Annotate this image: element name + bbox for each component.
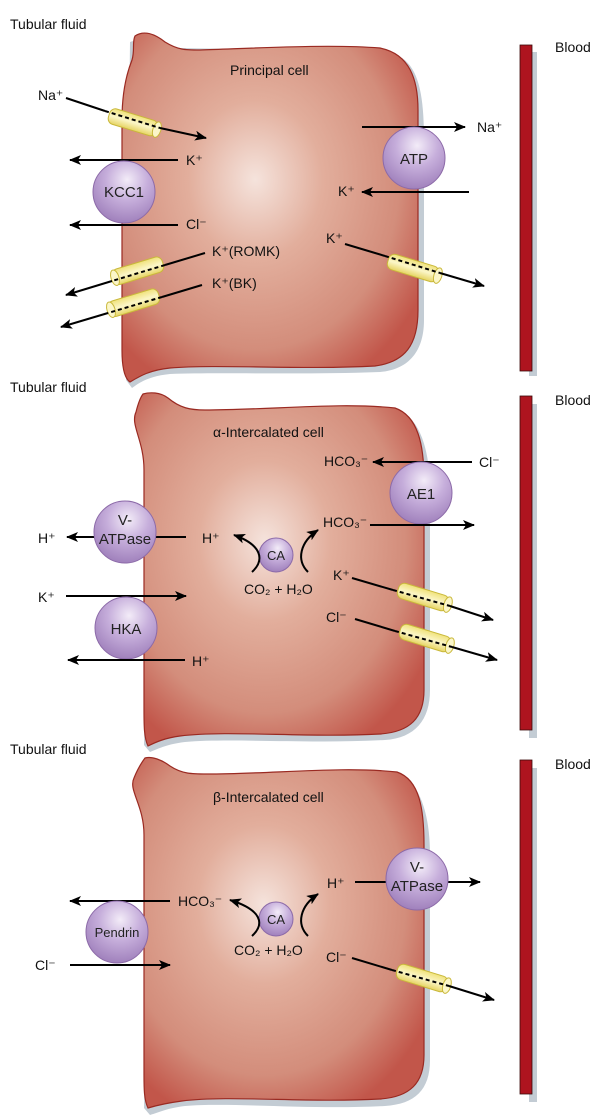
blood-label: Blood (555, 392, 591, 408)
atp-label: ATP (400, 151, 428, 168)
k-baso-arrow-tail (344, 243, 386, 257)
kcc1-label: KCC1 (104, 184, 144, 201)
blood-label: Blood (555, 39, 591, 55)
ca-arrow-h (300, 893, 319, 937)
ae1-label: AE1 (407, 486, 435, 503)
carbonic-anhydrase: CA (258, 537, 294, 573)
k-baso-arrow-dash (384, 255, 441, 274)
cl-channel-arrow-dash (391, 969, 450, 987)
hka-label: HKA (111, 621, 142, 638)
pendrin-label: Pendrin (95, 925, 140, 940)
k-channel-arrow-tail (351, 577, 394, 591)
cl-channel-arrow-head (448, 985, 495, 1002)
k-baso-arrow-head (439, 272, 485, 288)
ca-arrow-hco3 (229, 898, 261, 937)
ca-arrow-h (233, 533, 261, 573)
pendrin-exchanger: Pendrin (85, 900, 149, 964)
na-arrow-dash (104, 110, 161, 129)
tubular-fluid-label: Tubular fluid (10, 741, 87, 757)
vatpase-label-line1: V- (410, 859, 424, 876)
bk-arrow-head (60, 312, 109, 329)
ion-label-na: Na⁺ (38, 87, 63, 103)
ae1-exchanger: AE1 (389, 461, 453, 525)
cl-channel-arrow-head (451, 646, 498, 662)
blood-vessel-bar (519, 395, 533, 731)
ca-label: CA (267, 548, 285, 563)
ion-label-cl-ae1: Cl⁻ (479, 454, 500, 470)
ion-label-h-in: H⁺ (202, 530, 220, 546)
cell-title: α-Intercalated cell (213, 424, 324, 440)
ion-label-k-kcc: K⁺ (186, 152, 203, 168)
bk-arrow-dash (107, 296, 163, 314)
cl-channel-arrow-tail (351, 957, 393, 971)
hka-transporter: HKA (94, 596, 158, 660)
blood-bar-shadow (529, 52, 537, 376)
cl-channel-arrow-dash (394, 630, 453, 648)
ion-label-hco3-ca: HCO₃⁻ (323, 514, 367, 530)
blood-bar-shadow (529, 404, 537, 738)
ion-label-hco3-ae1: HCO₃⁻ (324, 453, 368, 469)
ion-label-h-out: H⁺ (38, 530, 56, 546)
ca-arrow-hco3 (300, 529, 319, 573)
romk-arrow-head (65, 280, 113, 297)
k-channel-arrow-head (449, 605, 494, 622)
ion-label-cl-channel: Cl⁻ (326, 609, 347, 625)
ion-label-h-vatpase: H⁺ (327, 875, 345, 891)
cl-channel-arrow-tail (354, 618, 396, 632)
ion-label-k-romk: K⁺(ROMK) (212, 243, 280, 259)
bk-arrow-tail (161, 284, 203, 298)
cell-title: β-Intercalated cell (213, 789, 324, 805)
romk-channel (110, 256, 165, 286)
blood-label: Blood (555, 756, 591, 772)
carbonic-anhydrase: CA (258, 901, 294, 937)
blood-vessel-bar (519, 759, 533, 1095)
panel-beta-intercalated-cell: Tubular fluid Blood β-Intercalated cell … (10, 741, 591, 1115)
v-atpase-basolateral: V- ATPase (385, 847, 449, 911)
ion-label-h-hka: H⁺ (192, 653, 210, 669)
romk-arrow-dash (111, 264, 166, 282)
cell-title: Principal cell (230, 62, 309, 78)
ion-label-na-out: Na⁺ (477, 119, 502, 135)
v-atpase-apical: V- ATPase (93, 500, 157, 564)
vatpase-label-line2: ATPase (99, 531, 151, 548)
tubular-fluid-label: Tubular fluid (10, 16, 87, 32)
ca-label: CA (267, 912, 285, 927)
kcc1-transporter: KCC1 (92, 160, 156, 224)
principal-cell-body (121, 32, 419, 383)
ion-label-k-baso: K⁺ (326, 230, 343, 246)
ion-label-hco3-pendrin: HCO₃⁻ (178, 893, 222, 909)
ion-label-k-bk: K⁺(BK) (212, 275, 257, 291)
blood-bar-shadow (529, 768, 537, 1102)
na-arrow-head (159, 127, 207, 141)
ion-label-k-hka: K⁺ (38, 589, 55, 605)
ion-label-k-channel: K⁺ (333, 567, 350, 583)
k-channel-arrow-dash (392, 589, 451, 607)
na-k-atpase: ATP (382, 126, 446, 190)
panel-alpha-intercalated-cell: Tubular fluid Blood α-Intercalated cell … (10, 379, 591, 752)
tubular-fluid-label: Tubular fluid (10, 379, 87, 395)
co2-h2o-label: CO₂ + H₂O (244, 581, 313, 597)
ion-label-k-in: K⁺ (338, 183, 355, 199)
ion-label-cl-kcc: Cl⁻ (186, 216, 207, 232)
vatpase-label-line1: V- (118, 512, 132, 529)
panel-principal-cell: Tubular fluid Blood Principal cell Na⁺ K… (10, 16, 591, 388)
co2-h2o-label: CO₂ + H₂O (234, 942, 303, 958)
na-arrow-tail (65, 97, 106, 112)
blood-vessel-bar (519, 44, 533, 372)
romk-arrow-tail (164, 252, 206, 266)
vatpase-label-line2: ATPase (391, 878, 443, 895)
ion-label-cl-pendrin: Cl⁻ (35, 957, 56, 973)
ion-label-cl-channel: Cl⁻ (326, 949, 347, 965)
